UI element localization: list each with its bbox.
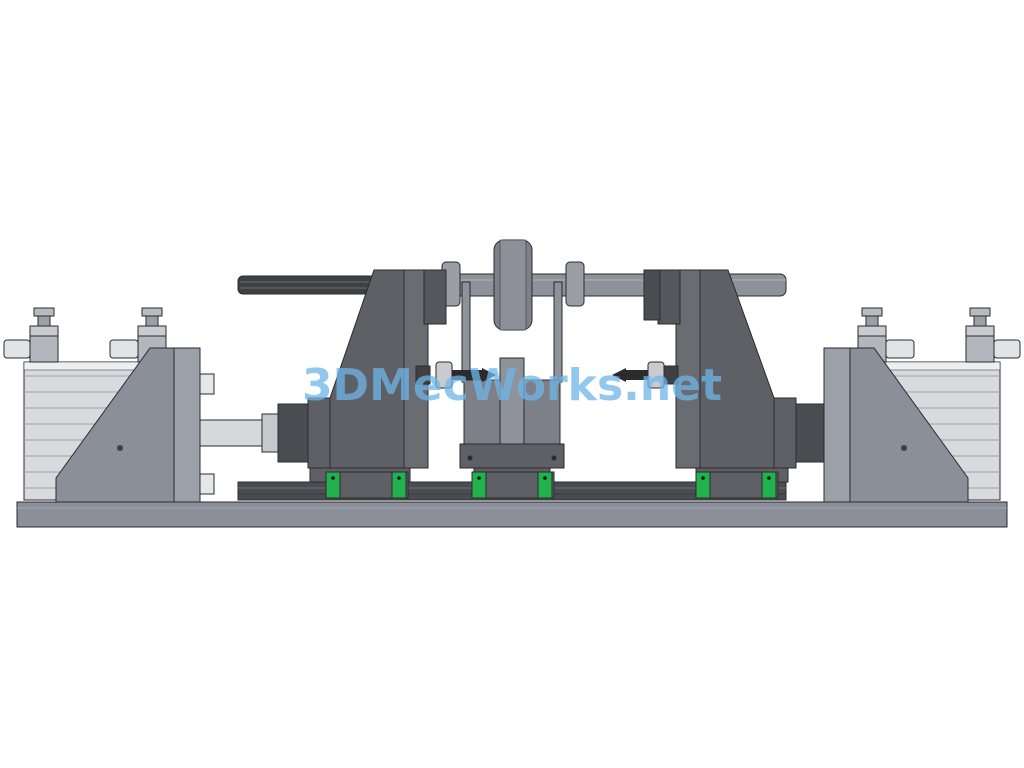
- left-mounting-bracket: [55, 347, 201, 503]
- left-probe: [415, 361, 496, 389]
- hex-bolt-icon: [901, 445, 907, 451]
- watermark-text: 3DMecWorks.net: [302, 360, 722, 411]
- pneumatic-fitting-icon: [965, 307, 1021, 363]
- hex-bolt-icon: [551, 455, 557, 461]
- right-piston-rod: [793, 403, 825, 463]
- right-mounting-bracket: [823, 347, 969, 503]
- base-plate: [16, 501, 1008, 528]
- center-carriage: [471, 471, 555, 499]
- hex-bolt-icon: [467, 455, 473, 461]
- right-carriage: [695, 471, 779, 499]
- pneumatic-fitting-icon: [3, 307, 59, 363]
- right-probe: [612, 361, 679, 389]
- left-piston-rod: [199, 373, 279, 495]
- hex-bolt-icon: [117, 445, 123, 451]
- left-carriage: [325, 471, 409, 499]
